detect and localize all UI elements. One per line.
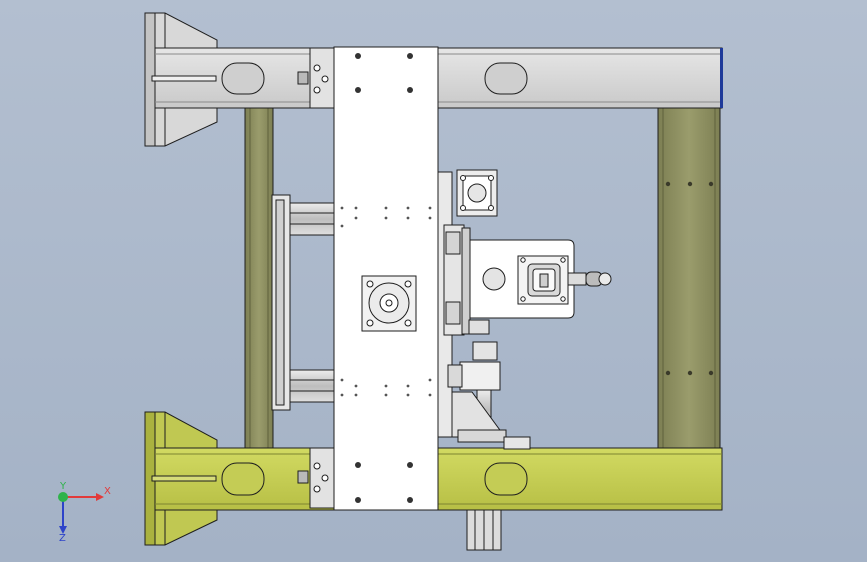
triad-x-arrowhead: [96, 493, 104, 501]
triad-x-label: X: [104, 486, 111, 497]
triad-z-label: Z: [59, 533, 66, 544]
central-mounting-plate: [333, 46, 439, 511]
carriage-assembly: [437, 169, 612, 551]
triad-y-origin: [58, 492, 68, 502]
triad-y-label: Y: [60, 481, 67, 492]
right-support-column: [657, 107, 721, 449]
linear-guide-left: [271, 194, 339, 411]
left-support-column: [244, 107, 274, 449]
axis-triad: [58, 492, 104, 534]
triad-z-arrowhead: [59, 526, 67, 534]
column-holes-bottom: [665, 370, 714, 376]
column-holes-top: [665, 181, 714, 187]
